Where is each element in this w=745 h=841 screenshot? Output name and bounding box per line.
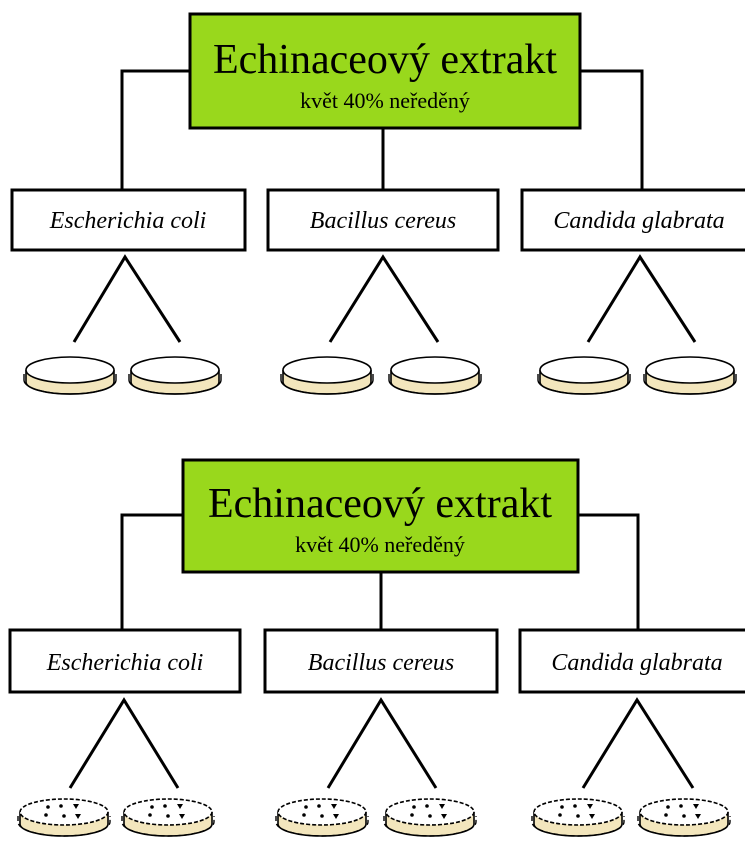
- organism-label: Candida glabrata: [553, 208, 724, 234]
- root-subtitle: květ 40% neředěný: [295, 532, 465, 557]
- root-connector-right: [580, 69, 644, 190]
- petri-dish: [128, 356, 222, 395]
- petri-dish-with-colonies: [383, 798, 477, 837]
- organism-box-candida-glabrata: [518, 628, 745, 694]
- petri-dish: [23, 356, 117, 395]
- panel-1: Echinaceový extrakt květ 40% neředěný Es…: [10, 12, 745, 395]
- organism-box-candida-glabrata: [520, 188, 745, 252]
- dish-branch: [326, 697, 438, 789]
- root-title: Echinaceový extrakt: [208, 481, 552, 527]
- dish-branch: [328, 254, 440, 343]
- petri-dish-with-colonies: [17, 798, 111, 837]
- organism-box-escherichia-coli: [10, 188, 247, 252]
- root-connector-left: [120, 513, 183, 630]
- root-subtitle: květ 40% neředěný: [300, 88, 470, 113]
- organism-label: Escherichia coli: [46, 650, 204, 676]
- petri-dish: [280, 356, 374, 395]
- root-connector-left: [120, 69, 190, 190]
- petri-dish-with-colonies: [121, 798, 215, 837]
- organism-label: Candida glabrata: [551, 650, 722, 676]
- organism-label: Escherichia coli: [49, 208, 207, 234]
- organism-box-escherichia-coli: [8, 628, 242, 694]
- dish-branch: [581, 697, 695, 789]
- dish-branch: [586, 254, 697, 343]
- petri-dish: [643, 356, 737, 395]
- organism-box-bacillus-cereus: [263, 628, 499, 694]
- petri-dish: [388, 356, 482, 395]
- root-connector-right: [578, 513, 640, 630]
- petri-dish-with-colonies: [275, 798, 369, 837]
- dish-branch: [68, 697, 180, 789]
- root-box: [181, 458, 580, 574]
- organism-label: Bacillus cereus: [310, 208, 456, 234]
- root-box: [188, 12, 582, 130]
- panel-2: Echinaceový extrakt květ 40% neředěný Es…: [8, 458, 745, 837]
- organism-box-bacillus-cereus: [266, 188, 500, 252]
- root-title: Echinaceový extrakt: [213, 37, 557, 83]
- organism-label: Bacillus cereus: [308, 650, 454, 676]
- petri-dish-with-colonies: [531, 798, 625, 837]
- petri-dish: [537, 356, 631, 395]
- petri-dish-with-colonies: [637, 798, 731, 837]
- dish-branch: [72, 254, 182, 343]
